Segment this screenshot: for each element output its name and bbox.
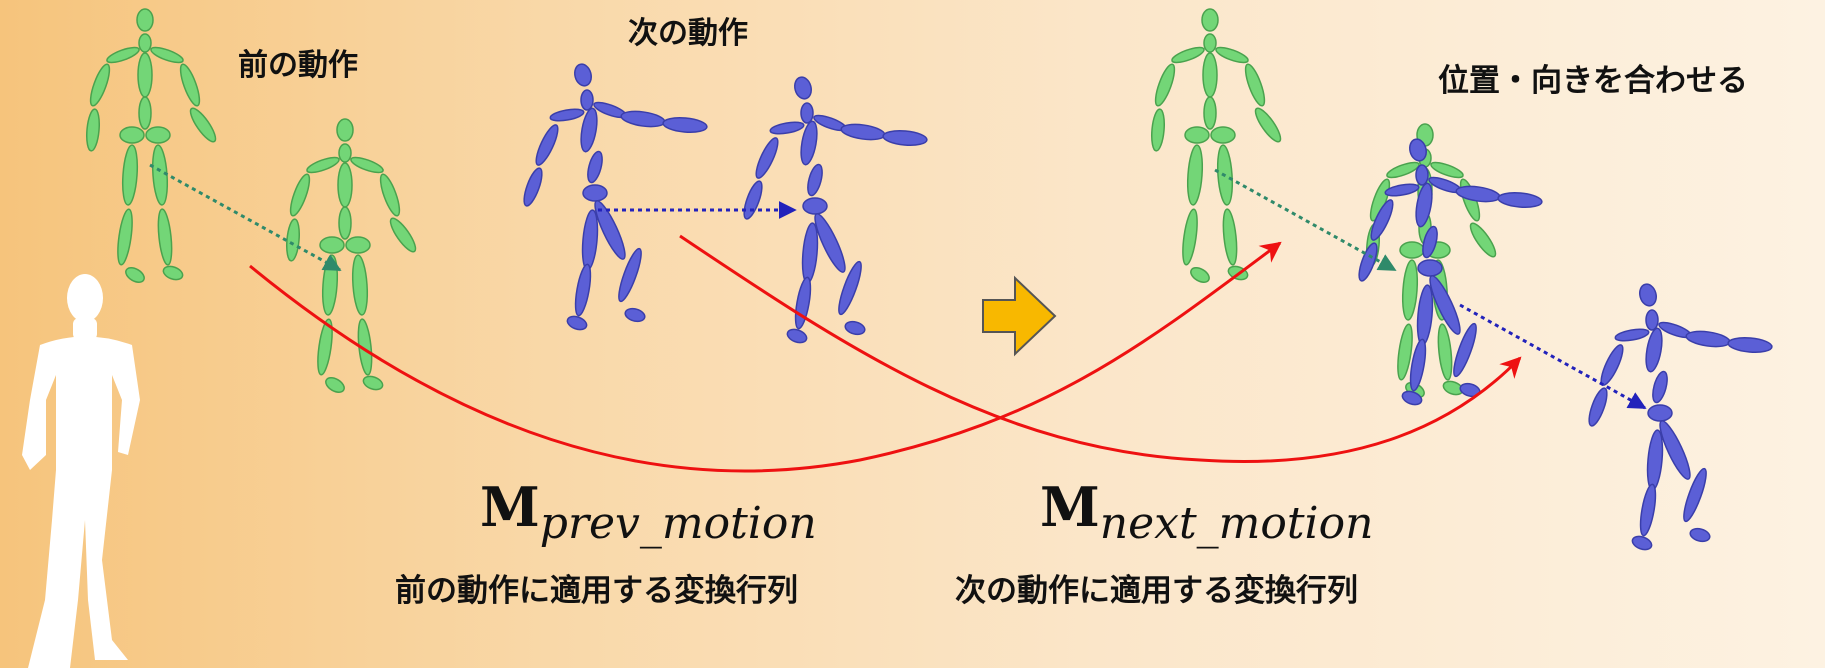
matrix-prev: Mprev_motion [480,475,817,549]
prev-transform-curve [249,241,1282,473]
aligned-next-figure-end [1584,281,1774,553]
prev-motion-figure-start [84,8,221,286]
next-motion-figure-start [519,61,709,333]
matrix-prev-symbol: M [480,475,540,539]
prev-motion-path [149,163,342,272]
aligned-next-path [1459,303,1647,410]
transition-arrow-icon [982,275,1057,357]
matrix-next-subscript: next_motion [1099,498,1374,549]
caption-next: 次の動作に適用する変換行列 [955,573,1358,609]
aligned-prev-path [1214,168,1397,272]
caption-prev: 前の動作に適用する変換行列 [395,573,798,609]
matrix-prev-subscript: prev_motion [539,498,817,549]
human-silhouette [22,274,140,668]
matrix-next: Mnext_motion [1040,475,1373,549]
prev-motion-figure-end [284,118,421,396]
label-prev-motion: 前の動作 [238,48,358,83]
aligned-prev-figure-start [1149,8,1286,286]
next-transform-curve [679,234,1522,464]
matrix-next-symbol: M [1040,475,1100,539]
label-align: 位置・向きを合わせる [1438,63,1748,99]
label-next-motion: 次の動作 [628,16,748,51]
